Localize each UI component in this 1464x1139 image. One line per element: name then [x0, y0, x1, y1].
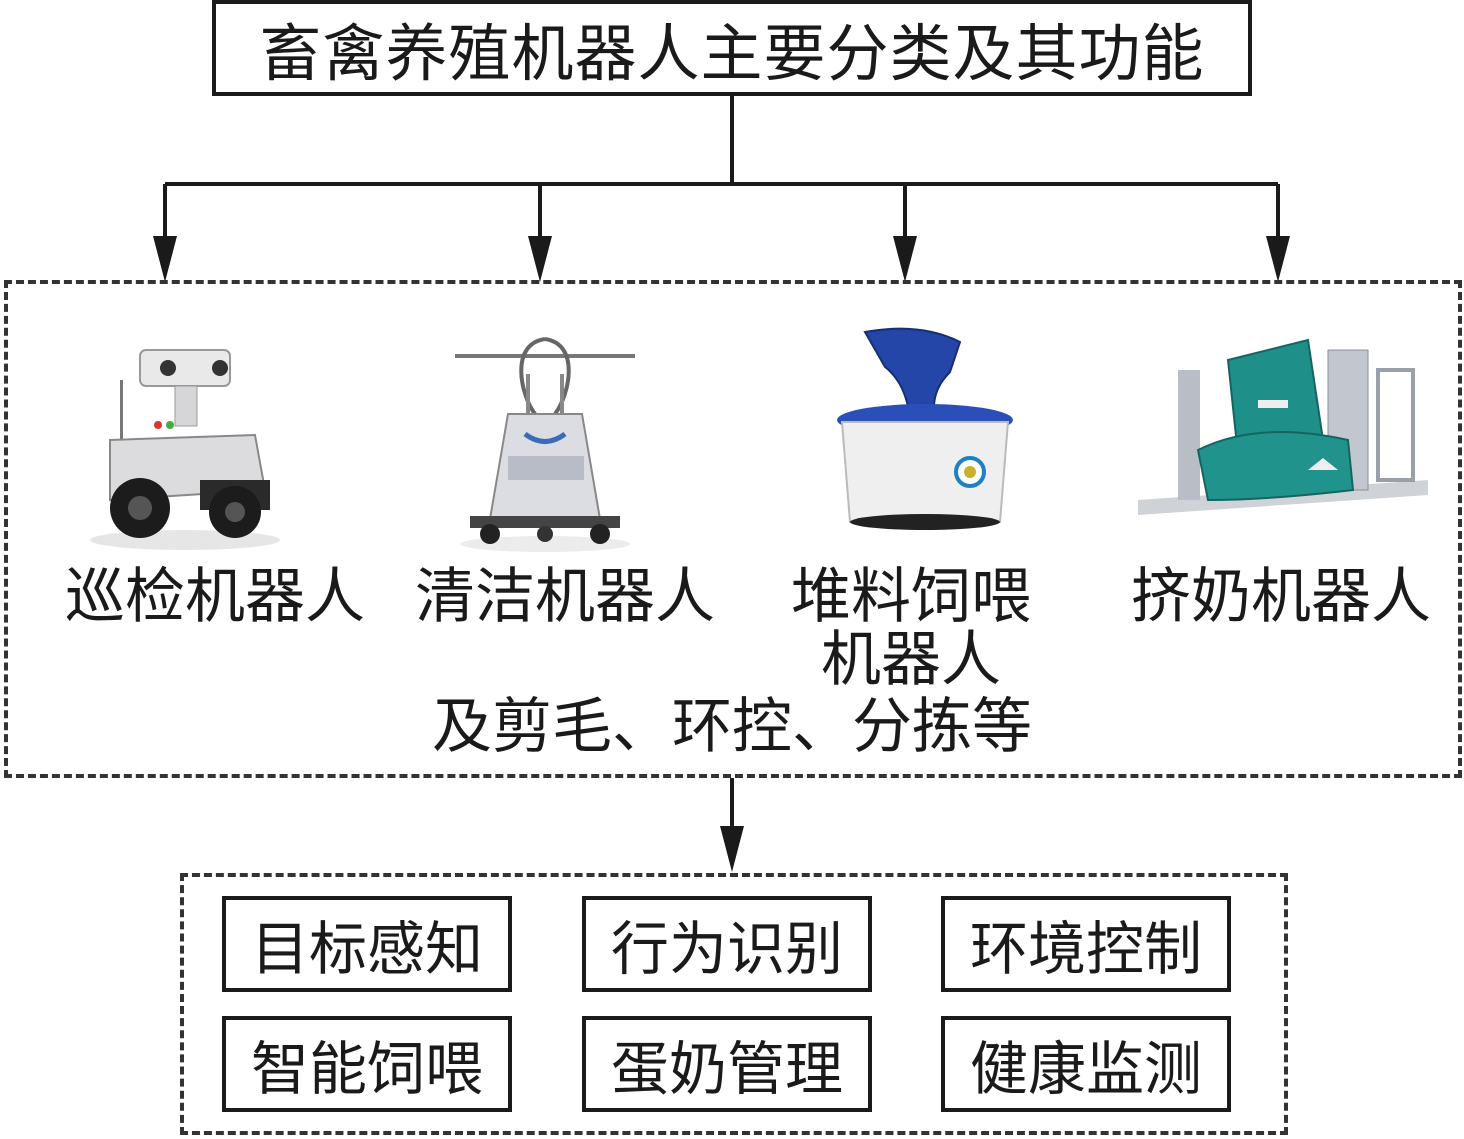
robot-label-feeding-line2: 机器人 — [821, 625, 1001, 695]
cleaning-robot-icon — [450, 334, 640, 554]
function-panel — [180, 873, 1288, 1135]
arrowheads — [153, 236, 1290, 872]
robot-label-cleaning: 清洁机器人 — [415, 562, 715, 632]
robot-label-milking: 挤奶机器人 — [1131, 562, 1431, 632]
arrowhead-functions — [720, 826, 744, 872]
function-smart-feeding: 智能饲喂 — [222, 1016, 512, 1112]
arrowhead-milking — [1266, 236, 1290, 282]
diagram-title: 畜禽养殖机器人主要分类及其功能 — [212, 0, 1252, 96]
robot-label-inspection: 巡检机器人 — [65, 562, 365, 632]
function-egg-milk-management: 蛋奶管理 — [582, 1016, 872, 1112]
other-robots-note: 及剪毛、环控、分拣等 — [432, 692, 1032, 762]
milking-robot-icon — [1138, 330, 1428, 540]
arrowhead-feeding — [893, 236, 917, 282]
arrowhead-inspection — [153, 236, 177, 282]
function-health-monitoring: 健康监测 — [941, 1016, 1231, 1112]
arrowhead-cleaning — [528, 236, 552, 282]
function-environment-control: 环境控制 — [941, 896, 1231, 992]
feed-pushing-robot-icon — [830, 322, 1020, 532]
robot-category-panel — [4, 280, 1462, 778]
tree-lines — [163, 96, 1280, 838]
function-behavior-recognition: 行为识别 — [582, 896, 872, 992]
robot-label-feeding-line1: 堆料饲喂 — [791, 562, 1031, 632]
robot-label-feeding: 堆料饲喂 机器人 — [744, 566, 1078, 692]
inspection-robot-icon — [80, 340, 280, 550]
function-target-perception: 目标感知 — [222, 896, 512, 992]
